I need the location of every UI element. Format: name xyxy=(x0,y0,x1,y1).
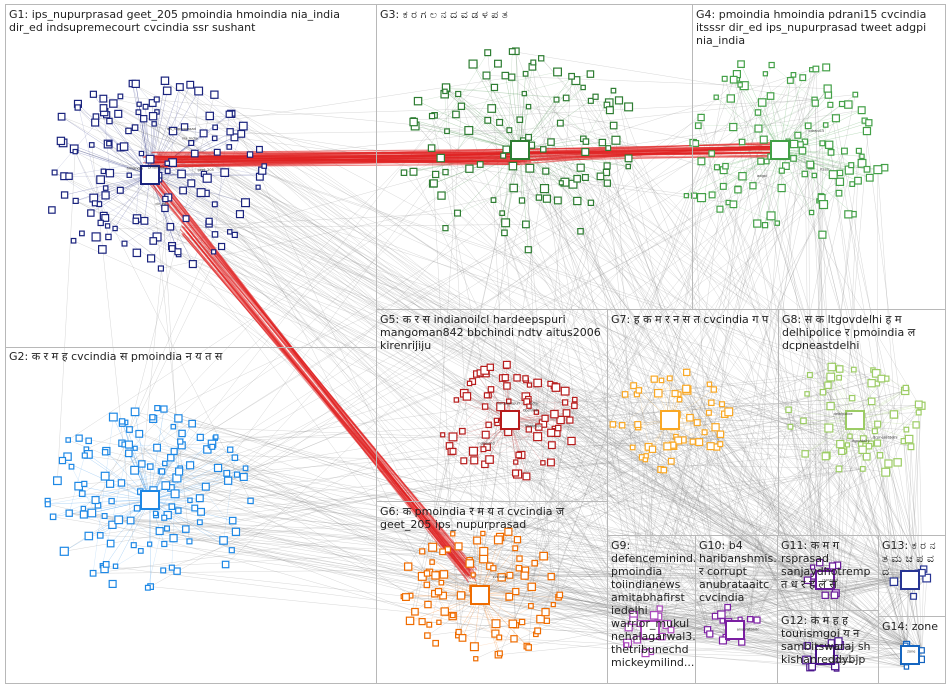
group-g5-label: G5: क र स indianoilcl hardeepspuri mango… xyxy=(380,313,606,352)
group-g14-label: G14: zone xyxy=(882,620,944,633)
group-g2-label: G2: क र म ह cvcindia स pmoindia न य त स xyxy=(9,350,375,363)
group-g1-box xyxy=(5,4,377,348)
group-g3-label: G3: ಕ ರ ಗ ಲ ನ ದ ವ ಡ ಳ ಪ ತ xyxy=(380,8,690,21)
group-g1-label: G1: ips_nupurprasad geet_205 pmoindia hm… xyxy=(9,8,375,34)
group-g3-box xyxy=(376,4,693,310)
group-g13-label: G13: ಕ ರ ನ ತ ಮ ಚ ಪ ವ ದ xyxy=(882,539,944,578)
group-g11-label: G11: क म ग rsprasad sanjaydhotremp त ध र… xyxy=(781,539,877,591)
group-g9-label: G9: defenceminind... pmoindia toiindiane… xyxy=(611,539,695,669)
group-g7-label: G7: ह क म र न स त cvcindia ग प xyxy=(611,313,777,326)
group-g4-box xyxy=(692,4,946,310)
group-g12-label: G12: क म ह ह tourismgoi य न sambitswaraj… xyxy=(781,614,877,666)
group-g8-label: G8: स क ltgovdelhi ह म delhipolice र pmo… xyxy=(782,313,944,352)
group-g4-label: G4: pmoindia hmoindia pdrani15 cvcindia … xyxy=(696,8,942,47)
group-g6-label: G6: क pmoindia र म य त cvcindia ज geet_2… xyxy=(380,505,606,531)
group-g10-label: G10: b4 haribanshmis... र corrupt anubra… xyxy=(699,539,776,604)
group-g2-box xyxy=(5,347,377,684)
group-g7-box xyxy=(607,309,779,536)
